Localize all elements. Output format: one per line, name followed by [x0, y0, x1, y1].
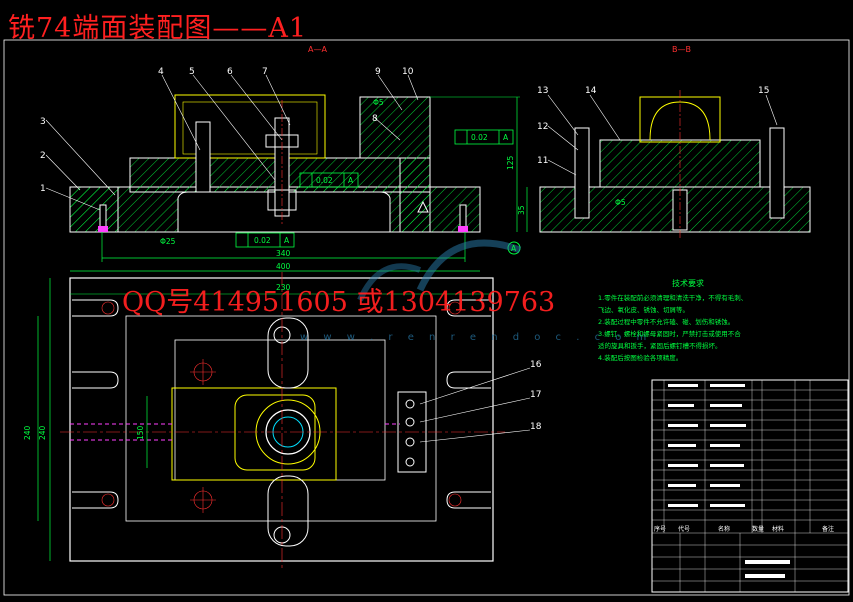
dimension-phi5-top: Φ5: [373, 98, 384, 107]
tech-req-line: 适的旋具和扳手，紧固后螺钉槽不得损坏。: [598, 342, 722, 350]
part-number-label: 7: [262, 67, 268, 77]
part-number-label: 11: [537, 156, 548, 166]
section-label-a-a: A—A: [308, 45, 327, 54]
part-number-label: 4: [158, 67, 164, 77]
part-number-label: 9: [375, 67, 381, 77]
tech-req-line: 1.零件在装配前必须清理和清洗干净，不得有毛刺、: [598, 294, 748, 302]
watermark-logo: [416, 239, 522, 292]
dimension-150: 150: [136, 425, 145, 440]
dimension-phi5: Φ5: [615, 198, 626, 207]
bom-header: 数量: [752, 525, 764, 533]
watermark-url: w w w . r e n r e n d o c . c o m: [300, 332, 653, 343]
part-number-label: 17: [530, 390, 541, 400]
part-number-label: 3: [40, 117, 46, 127]
dimension-400: 400: [276, 262, 291, 271]
dimension-125: 125: [506, 155, 515, 170]
part-number-label: 14: [585, 86, 597, 96]
section-b-b: [526, 90, 811, 240]
part-number-label: 1: [40, 184, 46, 194]
part-number-label: 15: [758, 86, 769, 96]
dimension-240: 240: [23, 425, 32, 440]
dimension-35: 35: [517, 205, 526, 215]
datum-ref: A: [503, 133, 509, 142]
part-number-label: 5: [189, 67, 195, 77]
tech-req-line: 3.螺钉、螺栓和螺母紧固时，严禁打击或使用不合: [598, 330, 741, 338]
part-number-label: 10: [402, 67, 414, 77]
section-a-a: [45, 74, 521, 272]
tolerance-value: 0.02: [254, 236, 271, 245]
bom-header: 备注: [822, 525, 834, 533]
datum-ref: A: [348, 176, 354, 185]
part-number-label: 2: [40, 151, 46, 161]
datum-ref: A: [284, 236, 290, 245]
part-number-label: 18: [530, 422, 542, 432]
tolerance-value: 0.02: [316, 176, 333, 185]
bom-header: 材料: [772, 525, 784, 533]
section-label-b-b: B—B: [672, 45, 691, 54]
watermark-contact: QQ号414951605 或1304139763: [122, 287, 556, 318]
tech-req-line: 飞边、氧化皮、锈蚀、切屑等。: [598, 306, 689, 314]
tech-req-heading: 技术要求: [672, 279, 704, 288]
technical-requirements: 技术要求 1.零件在装配前必须清理和清洗干净，不得有毛刺、 飞边、氧化皮、锈蚀、…: [598, 278, 778, 364]
dimension-230: 230: [276, 283, 291, 292]
part-number-label: 8: [372, 114, 378, 124]
bom-header: 序号: [654, 525, 666, 533]
datum-circle-label: A: [511, 244, 517, 253]
drawing-title: 铣74端面装配图——A1: [8, 13, 308, 44]
bom-header: 名称: [718, 525, 730, 533]
drawing-border: [3, 39, 850, 596]
part-number-label: 12: [537, 122, 548, 132]
dimension-240-outer: 240: [38, 425, 47, 440]
dimension-340: 340: [276, 249, 291, 258]
dimension-phi25: Φ25: [160, 237, 176, 246]
part-number-label: 6: [227, 67, 233, 77]
title-block: [651, 379, 849, 593]
part-number-label: 13: [537, 86, 548, 96]
part-number-label: 16: [530, 360, 542, 370]
bom-header: 代号: [678, 525, 690, 533]
tech-req-line: 4.装配后按图检验各项精度。: [598, 354, 683, 362]
tech-req-line: 2.装配过程中零件不允许磕、碰、划伤和锈蚀。: [598, 318, 735, 326]
tolerance-value: 0.02: [471, 133, 488, 142]
plan-view: [37, 272, 531, 570]
